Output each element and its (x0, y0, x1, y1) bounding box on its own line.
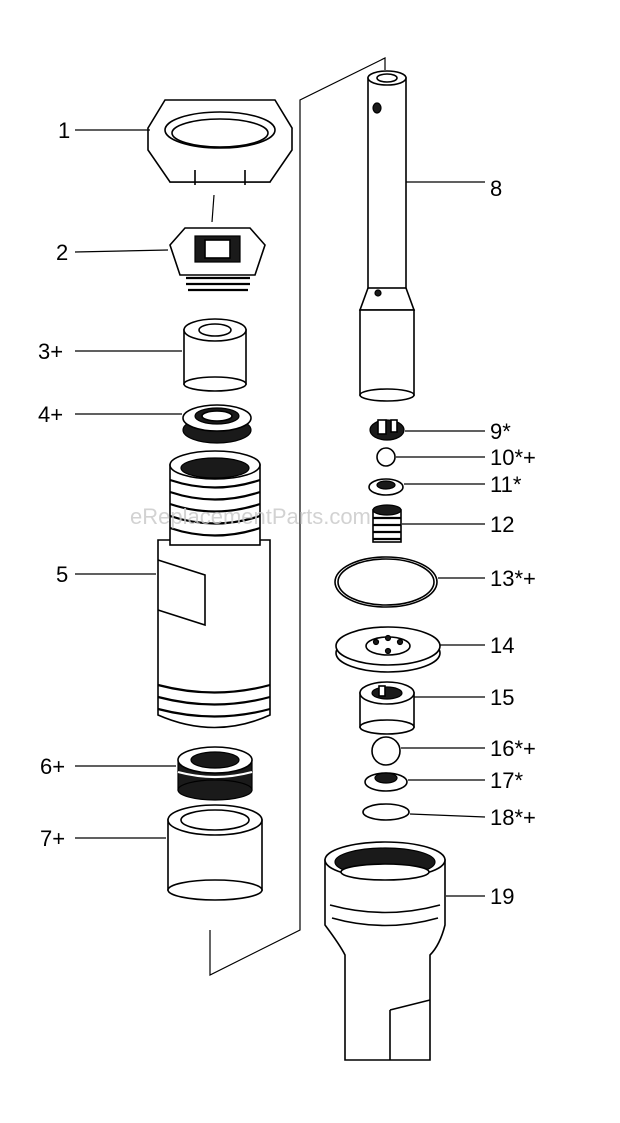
watermark-text: eReplacementParts.com (130, 504, 371, 529)
part-11-seat (368, 478, 404, 496)
part-15-ball-guide (359, 681, 415, 735)
part-8-displacement-rod (358, 70, 416, 402)
callout-4: 4+ (38, 402, 63, 427)
part-5-cylinder (157, 450, 271, 729)
part-16-ball (371, 736, 401, 766)
callout-5: 5 (56, 562, 68, 587)
callout-12: 12 (490, 512, 514, 537)
callout-18: 18*+ (490, 805, 536, 830)
part-3-bearing (183, 318, 247, 392)
part-18-o-ring (362, 803, 410, 821)
part-17-seat (364, 772, 408, 792)
part-9-guide (369, 419, 405, 441)
callout-1: 1 (58, 118, 70, 143)
callout-13: 13*+ (490, 566, 536, 591)
callout-16: 16*+ (490, 736, 536, 761)
part-13-o-ring (334, 556, 438, 608)
callout-14: 14 (490, 633, 514, 658)
part-12-valve-housing (372, 504, 402, 543)
part-2-packing-nut (169, 227, 266, 292)
callout-15: 15 (490, 685, 514, 710)
callout-8: 8 (490, 176, 502, 201)
part-10-ball (376, 447, 396, 467)
callout-9: 9* (490, 419, 511, 444)
callout-6: 6+ (40, 754, 65, 779)
callout-11: 11* (490, 472, 522, 497)
part-4-seal (182, 404, 252, 444)
callout-7: 7+ (40, 826, 65, 851)
callout-10: 10*+ (490, 445, 536, 470)
part-19-intake-housing (324, 841, 446, 1061)
part-6-seal (177, 746, 253, 801)
callout-19: 19 (490, 884, 514, 909)
part-14-washer (335, 626, 441, 673)
callout-2: 2 (56, 240, 68, 265)
callout-3: 3+ (38, 339, 63, 364)
part-1-hex-nut (147, 99, 293, 185)
callout-17: 17* (490, 768, 523, 793)
assembly-bracket-line (209, 57, 386, 976)
part-7-bearing (167, 804, 263, 901)
leader-lines (74, 129, 486, 897)
